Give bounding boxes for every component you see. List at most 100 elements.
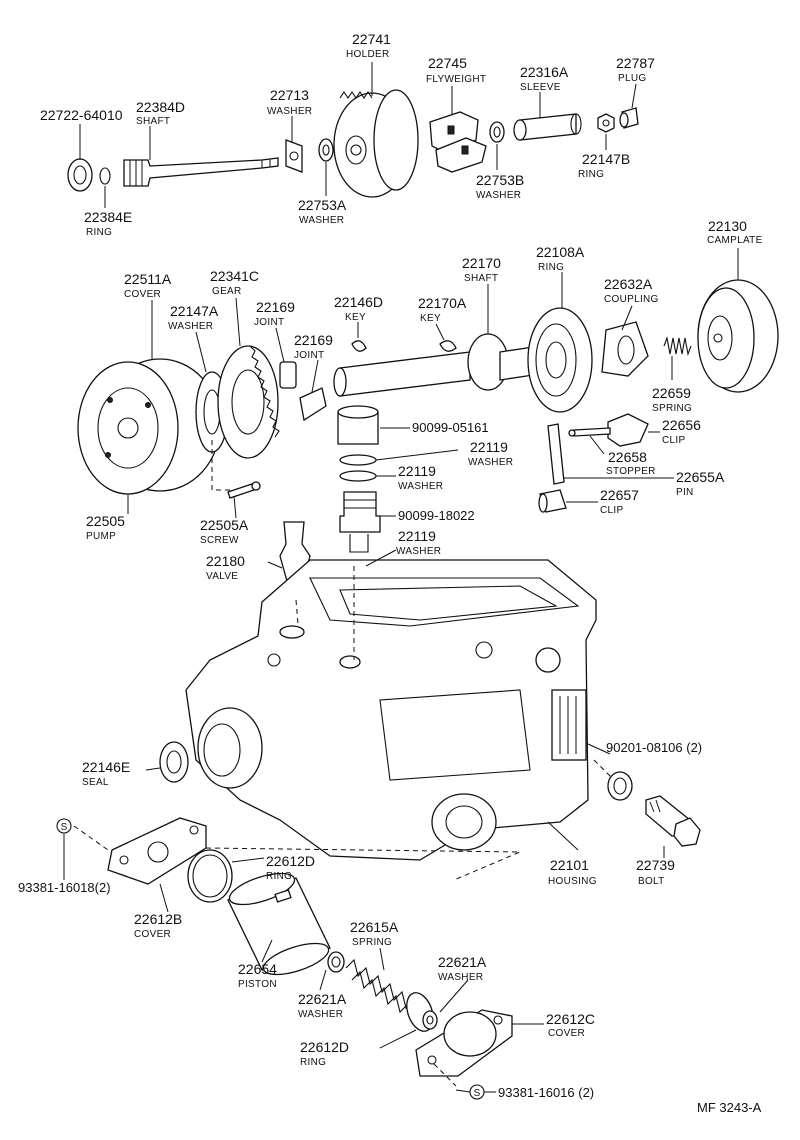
part-number-label: 22146D bbox=[334, 294, 383, 310]
part-number-label: 22505A bbox=[200, 517, 249, 533]
part-name-label: RING bbox=[578, 169, 604, 180]
part-name-label: WASHER bbox=[298, 1009, 343, 1020]
screw-22505a-drawing bbox=[227, 481, 261, 499]
part-number-label: 22505 bbox=[86, 513, 125, 529]
ring-22612d-upper-drawing bbox=[187, 849, 233, 903]
part-number-label: 22170 bbox=[462, 255, 501, 271]
part-name-label: JOINT bbox=[294, 350, 324, 361]
s-mark-symbol: S bbox=[61, 822, 68, 833]
callout-labels: 22722-64010 22384D SHAFT 22713 WASHER 22… bbox=[18, 31, 763, 1115]
part-name-label: SHAFT bbox=[136, 116, 170, 127]
washer-22621a-right-drawing bbox=[422, 1010, 438, 1030]
part-name-label: GEAR bbox=[212, 286, 242, 297]
part-number-label: 90201-08106 (2) bbox=[606, 740, 702, 755]
part-name-label: CAMPLATE bbox=[707, 235, 763, 246]
part-name-label: SPRING bbox=[352, 937, 392, 948]
part-number-label: 22632A bbox=[604, 276, 653, 292]
camplate-22130-drawing bbox=[697, 279, 779, 393]
part-number-label: 22615A bbox=[350, 919, 399, 935]
part-number-label: 22130 bbox=[708, 218, 747, 234]
part-name-label: COVER bbox=[548, 1028, 585, 1039]
washer-22621a-left-drawing bbox=[327, 951, 345, 973]
part-number-label: 22612B bbox=[134, 911, 182, 927]
shaft-22170-drawing bbox=[333, 333, 541, 397]
figure-reference: MF 3243-A bbox=[697, 1100, 762, 1115]
part-number-label: 22656 bbox=[662, 417, 701, 433]
part-number-label: 22180 bbox=[206, 553, 245, 569]
washer-22753a-drawing bbox=[318, 138, 334, 162]
part-number-label: 22655A bbox=[676, 469, 725, 485]
part-number-label: 22511A bbox=[124, 271, 172, 287]
nut-90099-05161-drawing bbox=[337, 405, 379, 445]
shaft-22384d-drawing bbox=[123, 157, 279, 187]
part-number-label: 93381-16018(2) bbox=[18, 880, 111, 895]
part-name-label: RING bbox=[538, 262, 564, 273]
part-number-label: 22621A bbox=[298, 991, 347, 1007]
part-name-label: HOUSING bbox=[548, 876, 597, 887]
part-name-label: RING bbox=[86, 227, 112, 238]
part-number-label: 22384D bbox=[136, 99, 185, 115]
part-number-label: 22147B bbox=[582, 151, 630, 167]
part-name-label: CLIP bbox=[662, 435, 685, 446]
pin-22655a-drawing bbox=[547, 423, 565, 485]
part-name-label: FLYWEIGHT bbox=[426, 74, 486, 85]
coupling-22632a-drawing bbox=[601, 321, 649, 377]
clip-22657-drawing bbox=[538, 489, 567, 513]
part-name-label: PISTON bbox=[238, 979, 277, 990]
part-number-label: 90099-05161 bbox=[412, 420, 489, 435]
part-number-label: 22722-64010 bbox=[40, 107, 123, 123]
part-number-label: 22612D bbox=[300, 1039, 349, 1055]
part-number-label: 22787 bbox=[616, 55, 655, 71]
sleeve-22316a-drawing bbox=[513, 113, 582, 141]
washer-22753b-drawing bbox=[489, 121, 505, 143]
part-name-label: CLIP bbox=[600, 505, 623, 516]
part-name-label: VALVE bbox=[206, 571, 238, 582]
gasket-90201-drawing bbox=[607, 771, 633, 801]
part-number-label: 22101 bbox=[550, 857, 589, 873]
part-name-label: KEY bbox=[420, 313, 441, 324]
bearing-22722-drawing bbox=[67, 158, 111, 192]
part-number-label: 22654 bbox=[238, 961, 277, 977]
part-name-label: BOLT bbox=[638, 876, 665, 887]
part-number-label: 22316A bbox=[520, 64, 569, 80]
bolt-22739-drawing bbox=[645, 795, 701, 847]
housing-22101-drawing bbox=[185, 559, 597, 861]
part-number-label: 22119 bbox=[398, 528, 436, 544]
part-number-label: 22119 bbox=[398, 463, 436, 479]
part-number-label: 22147A bbox=[170, 303, 219, 319]
part-number-label: 22713 bbox=[270, 87, 309, 103]
stopper-22658-drawing bbox=[568, 427, 611, 437]
part-name-label: SCREW bbox=[200, 535, 239, 546]
part-number-label: 22621A bbox=[438, 954, 487, 970]
spring-22659-drawing bbox=[663, 335, 692, 357]
part-number-label: 22612D bbox=[266, 853, 315, 869]
part-number-label: 22170A bbox=[418, 295, 467, 311]
part-name-label: COVER bbox=[124, 289, 161, 300]
part-number-label: 22659 bbox=[652, 385, 691, 401]
part-number-label: 22658 bbox=[608, 449, 647, 465]
part-number-label: 22169 bbox=[256, 299, 295, 315]
part-name-label: WASHER bbox=[398, 481, 443, 492]
key-22170a-drawing bbox=[439, 340, 457, 352]
part-number-label: 22657 bbox=[600, 487, 639, 503]
fitting-90099-18022-drawing bbox=[339, 491, 381, 553]
part-name-label: JOINT bbox=[254, 317, 284, 328]
part-name-label: PUMP bbox=[86, 531, 116, 542]
part-number-label: 22169 bbox=[294, 332, 333, 348]
part-name-label: SEAL bbox=[82, 777, 109, 788]
part-name-label: PIN bbox=[676, 487, 694, 498]
part-name-label: WASHER bbox=[299, 215, 344, 226]
part-name-label: WASHER bbox=[168, 321, 213, 332]
part-number-label: 90099-18022 bbox=[398, 508, 475, 523]
part-name-label: COVER bbox=[134, 929, 171, 940]
part-number-label: 22753B bbox=[476, 172, 524, 188]
part-name-label: WASHER bbox=[438, 972, 483, 983]
piston-22654-drawing bbox=[227, 872, 331, 976]
part-name-label: WASHER bbox=[267, 106, 312, 117]
part-name-label: SLEEVE bbox=[520, 82, 561, 93]
part-number-label: 22384E bbox=[84, 209, 132, 225]
part-name-label: COUPLING bbox=[604, 294, 659, 305]
part-drawings bbox=[67, 89, 779, 1077]
part-name-label: WASHER bbox=[396, 546, 441, 557]
